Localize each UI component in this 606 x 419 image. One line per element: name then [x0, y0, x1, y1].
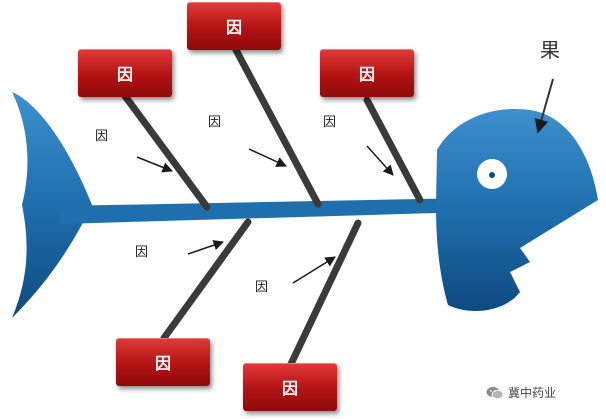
- cause-box-top-middle: 因: [187, 2, 281, 50]
- fish-tail: [12, 92, 92, 318]
- watermark-text: 冀中药业: [508, 386, 557, 400]
- cause-box-top-right: 因: [320, 49, 414, 97]
- bone-top-middle: [232, 46, 322, 208]
- sub-cause-bottom-right: 因: [255, 280, 269, 295]
- bone-bottom-right: [287, 219, 362, 368]
- arrow-bottom-right: [292, 256, 336, 284]
- fish-pupil: [489, 172, 495, 178]
- arrow-result: [534, 78, 554, 134]
- fish-head: [436, 108, 598, 312]
- bone-top-left: [121, 92, 211, 211]
- sub-cause-top-middle: 因: [208, 115, 222, 130]
- wechat-icon: [486, 386, 504, 399]
- sub-cause-bottom-left: 因: [135, 245, 149, 260]
- cause-box-bottom-left: 因: [116, 338, 210, 386]
- fish-spine: [60, 198, 470, 224]
- sub-cause-top-left: 因: [95, 129, 109, 144]
- arrow-top-right: [366, 145, 394, 176]
- bone-top-right: [363, 96, 424, 204]
- bone-bottom-left: [160, 218, 252, 342]
- sub-cause-top-right: 因: [323, 115, 337, 130]
- cause-box-bottom-right: 因: [243, 363, 337, 411]
- arrow-top-left: [136, 156, 173, 173]
- watermark: 冀中药业: [486, 384, 556, 401]
- arrow-top-middle: [248, 148, 287, 167]
- result-label: 果: [540, 38, 560, 62]
- arrow-bottom-left: [187, 240, 224, 255]
- cause-box-top-left: 因: [78, 49, 172, 97]
